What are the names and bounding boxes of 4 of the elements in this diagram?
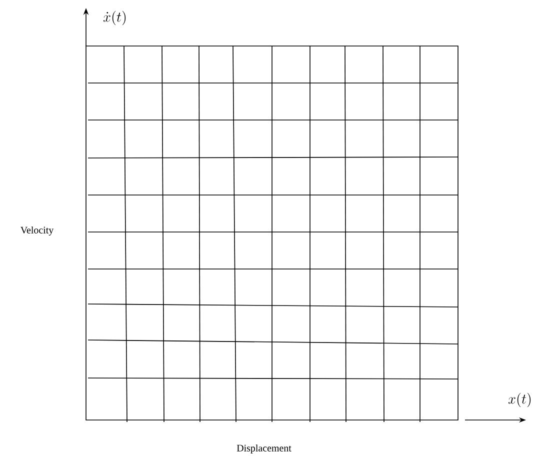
axis-label: Displacement xyxy=(236,444,292,454)
axis-label: $x(t)$ xyxy=(508,392,531,408)
axis-label: $\dot{x}(t)$ xyxy=(103,10,126,26)
axis-label: Velocity xyxy=(20,226,54,236)
